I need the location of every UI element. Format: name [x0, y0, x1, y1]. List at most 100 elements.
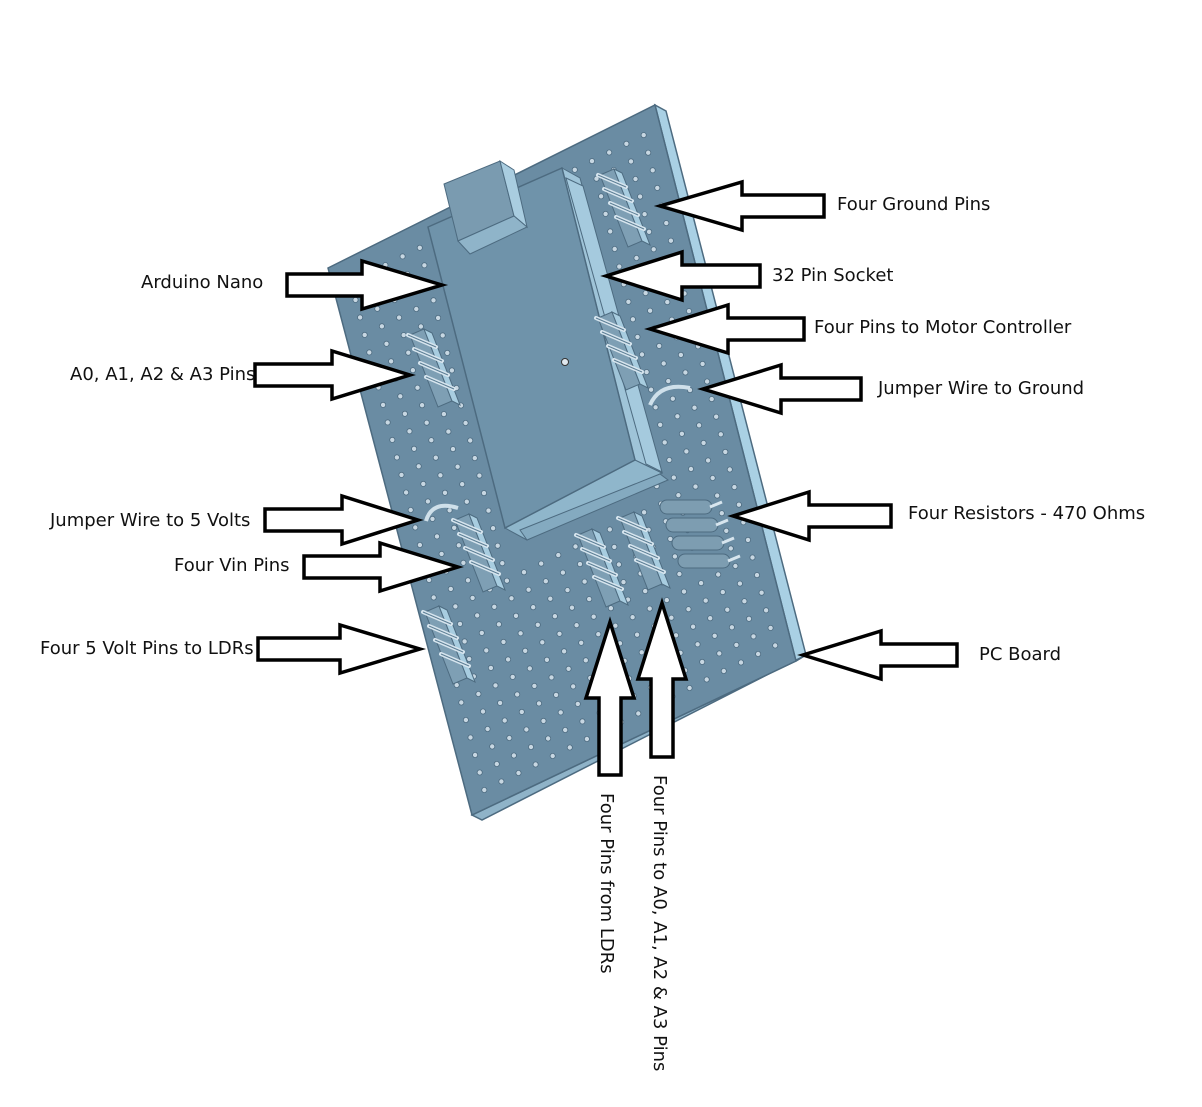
board-hole — [611, 245, 618, 252]
board-hole — [717, 431, 724, 438]
board-hole — [522, 647, 529, 654]
arrow-ground-pins — [653, 179, 826, 233]
board-hole — [750, 633, 757, 640]
board-hole — [424, 498, 431, 505]
board-hole — [428, 437, 435, 444]
board-hole — [656, 342, 663, 349]
header-pin-shadow — [419, 362, 449, 376]
board-hole — [423, 419, 430, 426]
board-hole — [735, 501, 742, 508]
board-hole — [403, 489, 410, 496]
board-hole — [505, 656, 512, 663]
board-hole — [397, 393, 404, 400]
board-hole — [698, 580, 705, 587]
arrow-arduino-nano — [285, 258, 449, 312]
header-pin-shadow — [635, 559, 665, 573]
board-hole — [643, 369, 650, 376]
board-hole — [405, 349, 412, 356]
arrow-pins-from-ldrs — [583, 616, 637, 777]
board-hole — [542, 578, 549, 585]
board-hole — [667, 237, 674, 244]
board-hole — [652, 404, 659, 411]
board-hole — [407, 506, 414, 513]
header-pin-shadow — [428, 625, 458, 639]
board-hole — [380, 401, 387, 408]
board-hole — [479, 708, 486, 715]
board-hole — [396, 314, 403, 321]
board-hole — [573, 622, 580, 629]
header-pin-shadow — [629, 545, 659, 559]
board-hole — [696, 422, 703, 429]
header-pin-shadow — [593, 576, 623, 590]
board-hole — [413, 305, 420, 312]
board-hole — [361, 331, 368, 338]
board-hole — [476, 472, 483, 479]
board-hole — [471, 455, 478, 462]
board-hole — [536, 700, 543, 707]
board-hole — [438, 550, 445, 557]
label-jumper-ground: Jumper Wire to Ground — [878, 378, 1085, 399]
resistor-lead — [715, 518, 729, 527]
board-hole — [724, 606, 731, 613]
board-hole — [668, 614, 675, 621]
board-hole — [401, 410, 408, 417]
board-hole — [414, 384, 421, 391]
board-hole — [578, 639, 585, 646]
board-hole — [708, 396, 715, 403]
board-hole — [444, 349, 451, 356]
board-hole — [475, 691, 482, 698]
board-hole — [694, 641, 701, 648]
board-hole — [517, 630, 524, 637]
board-hole — [439, 332, 446, 339]
board-hole — [484, 726, 491, 733]
board-hole — [648, 386, 655, 393]
board-hole — [540, 717, 547, 724]
board-hole — [681, 588, 688, 595]
board-hole — [570, 683, 577, 690]
board-hole — [389, 436, 396, 443]
header-pin-shadow — [613, 359, 643, 373]
board-hole — [469, 594, 476, 601]
board-hole — [669, 395, 676, 402]
board-hole — [612, 622, 619, 629]
board-hole — [606, 526, 613, 533]
header-pin-shadow — [407, 334, 437, 348]
board-hole — [642, 290, 649, 297]
board-hole — [758, 589, 765, 596]
board-hole — [736, 580, 743, 587]
board-hole — [628, 158, 635, 165]
board-hole — [455, 542, 462, 549]
board-hole — [577, 561, 584, 568]
board-hole — [538, 560, 545, 567]
board-hole — [564, 587, 571, 594]
label-resistors: Four Resistors - 470 Ohms — [908, 503, 1146, 524]
board-hole — [772, 642, 779, 649]
header-pin-shadow — [587, 562, 617, 576]
board-hole — [409, 367, 416, 374]
board-hole — [763, 607, 770, 614]
board-hole — [692, 483, 699, 490]
resistor-lead — [721, 536, 735, 545]
board-hole — [513, 612, 520, 619]
label-ground-pins: Four Ground Pins — [837, 194, 991, 215]
board-hole — [559, 569, 566, 576]
board-hole — [581, 578, 588, 585]
board-hole — [412, 524, 419, 531]
board-hole — [749, 554, 756, 561]
board-hole — [430, 297, 437, 304]
header-pin-shadow — [601, 331, 631, 345]
board-hole — [547, 595, 554, 602]
board-hole — [728, 624, 735, 631]
board-hole — [683, 448, 690, 455]
board-hole — [491, 603, 498, 610]
board-hole — [657, 421, 664, 428]
board-hole — [557, 709, 564, 716]
board-hole — [754, 572, 761, 579]
board-hole — [357, 314, 364, 321]
resistor — [677, 553, 731, 569]
board-hole — [699, 360, 706, 367]
board-hole — [400, 332, 407, 339]
header-analog-output-pins — [616, 510, 671, 591]
board-hole — [440, 411, 447, 418]
board-hole — [675, 492, 682, 499]
